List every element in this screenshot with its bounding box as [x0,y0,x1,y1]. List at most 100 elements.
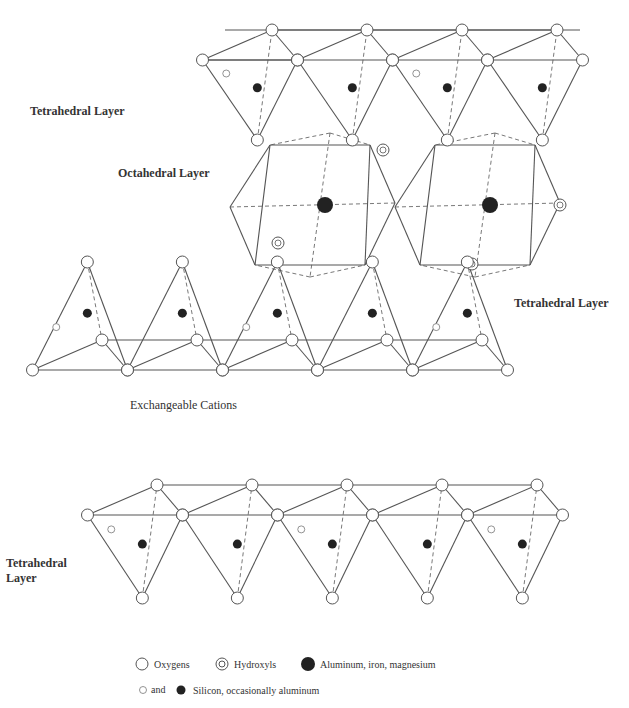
bond-line [468,485,538,515]
silicon-open-atom [488,526,495,533]
oxygen-atom [461,256,473,268]
oxygen-atom [456,24,468,36]
bond-line [182,262,197,340]
bond-line [393,60,448,140]
bond-line [413,262,468,370]
oxygen-atom [516,592,528,604]
bond-line [535,145,560,203]
bond-line [182,262,222,370]
hydroxyl-inner [275,240,281,246]
bond-line [87,262,127,370]
bond-line [278,485,348,515]
layer-label: Exchangeable Cations [130,398,237,413]
bond-line [203,30,273,60]
silicon-open-atom [140,687,147,694]
oxygen-atom [367,509,379,521]
oxygen-atom [272,509,284,521]
oxygen-atom [551,24,563,36]
oxygen-atom [251,134,263,146]
silicon-atom [328,540,337,549]
oxygen-atom [136,592,148,604]
bond-line [318,369,413,370]
silicon-atom [423,540,432,549]
oxygen-atom [577,54,589,66]
silicon-atom [233,540,242,549]
silicon-open-atom [433,324,440,331]
bond-line [332,515,372,598]
legend-text: Aluminum, iron, magnesium [320,659,436,670]
bond-line [365,145,370,265]
oxygen-atom [272,509,284,521]
bond-line [435,133,495,145]
bond-line [298,30,368,60]
bond-line [278,515,333,598]
bond-line [488,59,583,60]
bond-line [370,145,395,203]
bond-line [413,340,483,370]
bond-line [318,262,373,370]
bond-line [542,60,582,140]
oxygen-atom [217,364,229,376]
bond-line [278,514,373,515]
bond-line [420,145,435,265]
bond-line [88,515,143,598]
oxygen-atom [387,54,399,66]
silicon-open-atom [243,324,250,331]
oxygen-atom [441,134,453,146]
legend-item: Oxygens [134,656,190,672]
oxygen-atom [536,134,548,146]
bond-line [488,60,543,140]
bond-line [318,340,388,370]
oxygen-atom [266,24,278,36]
oxygen-atom [292,54,304,66]
bond-line [365,203,395,265]
bond-line [352,60,392,140]
silicon-atom [518,540,527,549]
bond-line [102,339,197,340]
silicon-open-atom [413,70,420,77]
bond-line [128,340,198,370]
oxygen-atom [407,364,419,376]
bond-line [33,369,128,370]
bond-line [530,145,535,265]
silicon-open-atom [223,70,230,77]
oxygen-atom [312,364,324,376]
bond-line [467,262,482,340]
oxygen-atom [346,134,358,146]
bond-line [395,207,420,265]
bond-line [395,145,435,207]
bond-line [33,262,88,370]
bond-line [373,514,468,515]
oxygen-atom [27,364,39,376]
oxygen-atom [286,334,298,346]
bond-line [255,145,270,265]
bond-line [230,207,255,265]
legend-swatch [173,682,189,698]
bond-line [257,60,297,140]
oxygen-atom [191,334,203,346]
oxygen-atom [81,256,93,268]
bond-line [495,133,535,145]
silicon-atom [178,309,187,318]
bond-line [530,203,560,265]
bond-line [292,339,387,340]
bond-line [183,515,238,598]
bond-line [230,145,270,207]
oxygen-atom [407,364,419,376]
oxygen-atom [361,24,373,36]
bond-line [33,340,103,370]
oxygen-atom [462,509,474,521]
bond-line [468,514,563,515]
bond-line [203,60,258,140]
oxygen-atom [217,364,229,376]
oxygen-atom [421,592,433,604]
oxygen-atom [312,364,324,376]
hydroxyl-atom [554,199,566,211]
legend-swatch [300,656,316,672]
bond-line [393,59,488,60]
bond-line [277,262,317,370]
bond-line [270,133,330,145]
silicon-atom [368,309,377,318]
legend-text: Oxygens [154,659,190,670]
oxygen-atom [387,54,399,66]
